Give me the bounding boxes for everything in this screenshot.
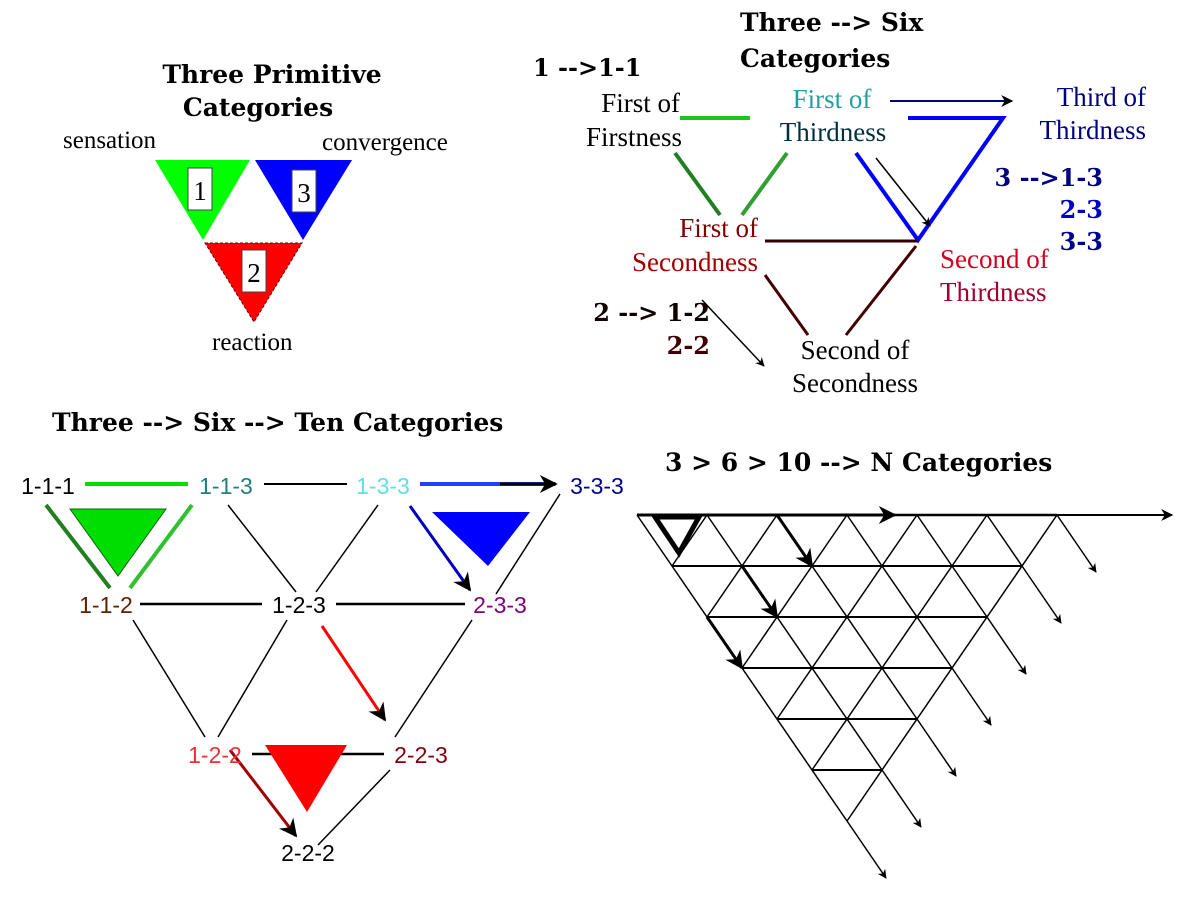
third-number-box xyxy=(291,169,317,213)
lattice-outward-arrow xyxy=(916,718,957,777)
node-1-1-1: 1-1-1 xyxy=(21,473,75,499)
node-1-2-3: 1-2-3 xyxy=(272,592,326,618)
first-of-secondness-line1: First of xyxy=(679,213,758,243)
red-arrow-to-2-2-3 xyxy=(320,625,387,722)
lattice-down-right-line xyxy=(986,514,1023,567)
first-number: 1 xyxy=(193,176,207,206)
diag-line xyxy=(217,619,288,738)
label-sensation: sensation xyxy=(63,127,157,154)
node-1-2-2: 1-2-2 xyxy=(188,742,242,768)
arrow-to-second-of-secondness xyxy=(701,299,765,367)
second-number-box xyxy=(241,249,267,293)
third-number: 3 xyxy=(297,178,311,208)
ten-categories-panel: Three --> Six --> Ten Categories 1-1-1 1… xyxy=(21,408,624,866)
first-of-firstness-line1: First of xyxy=(601,88,680,118)
node-2-2-2: 2-2-2 xyxy=(281,840,335,866)
lattice-outward-arrow xyxy=(1021,565,1062,624)
primitive-categories-panel: Three Primitive Categories sensation con… xyxy=(63,60,448,356)
triangular-lattice xyxy=(636,506,1174,879)
six-categories-panel: Three --> Six Categories 1 -->1-1 First … xyxy=(533,8,1146,398)
blue-arrow-to-2-3-3 xyxy=(408,505,472,592)
n-title: 3 > 6 > 10 --> N Categories xyxy=(665,448,1052,477)
label-convergence: convergence xyxy=(322,129,448,156)
node-1-3-3: 1-3-3 xyxy=(356,473,410,499)
lattice-down-right-line xyxy=(706,514,883,771)
blue-v-lines xyxy=(854,116,1007,244)
n-categories-panel: 3 > 6 > 10 --> N Categories xyxy=(636,448,1174,879)
lattice-down-left-line xyxy=(671,514,708,567)
ten-title: Three --> Six --> Ten Categories xyxy=(52,408,503,437)
lattice-outward-arrow xyxy=(951,667,992,726)
label-reaction: reaction xyxy=(212,329,293,356)
dark-red-right-line xyxy=(844,245,918,336)
six-title-line2: Categories xyxy=(740,44,890,73)
blue-triangle xyxy=(432,512,530,566)
diag-line xyxy=(495,493,561,595)
diag-line xyxy=(394,619,473,738)
first-of-secondness-line2: Secondness xyxy=(632,247,758,277)
first-of-thirdness-line1: First of xyxy=(793,84,872,114)
green-left-line xyxy=(673,151,722,217)
diag-line xyxy=(317,769,391,846)
mapping-two-line1: 2 --> 1-2 xyxy=(593,298,710,327)
diag-line xyxy=(132,619,206,738)
arrow-to-second-of-thirdness xyxy=(875,157,931,227)
first-of-firstness-line2: Firstness xyxy=(586,122,682,152)
first-of-thirdness-line2: Thirdness xyxy=(780,117,886,147)
lattice-outward-arrow xyxy=(881,769,922,828)
second-of-secondness-line1: Second of xyxy=(801,335,910,365)
lattice-down-left-line xyxy=(741,514,848,669)
lattice-down-right-line xyxy=(846,514,953,669)
diag-line xyxy=(227,504,297,593)
mapping-three-line1: 3 -->1-3 xyxy=(995,163,1103,192)
second-number: 2 xyxy=(247,258,261,288)
node-1-1-3: 1-1-3 xyxy=(199,473,253,499)
first-number-box xyxy=(187,167,213,211)
green-left-line xyxy=(44,503,112,590)
mapping-three-line2: 2-3 xyxy=(1060,195,1103,224)
second-of-secondness-line2: Secondness xyxy=(792,368,918,398)
red-arrow-to-2-2-2 xyxy=(228,749,298,838)
second-of-thirdness-line2: Thirdness xyxy=(940,277,1046,307)
lattice-seed-triangle xyxy=(650,514,704,558)
third-of-thirdness-line1: Third of xyxy=(1057,82,1146,112)
node-3-3-3: 3-3-3 xyxy=(570,473,624,499)
node-1-1-2: 1-1-2 xyxy=(79,592,133,618)
third-of-thirdness-line2: Thirdness xyxy=(1040,115,1146,145)
lattice-outward-arrow xyxy=(1056,514,1097,573)
six-title-line1: Three --> Six xyxy=(740,8,924,37)
green-right-line xyxy=(128,503,194,590)
mapping-one: 1 -->1-1 xyxy=(533,53,641,82)
second-of-thirdness-line1: Second of xyxy=(940,244,1049,274)
red-triangle xyxy=(265,745,347,812)
lattice-outward-arrow xyxy=(986,616,1027,675)
mapping-three-line3: 3-3 xyxy=(1060,227,1103,256)
lattice-down-left-line xyxy=(776,514,918,720)
lattice-inner-arrow xyxy=(775,514,814,568)
lattice-down-left-line xyxy=(811,514,988,771)
primitive-title-line2: Categories xyxy=(183,93,333,122)
green-triangle xyxy=(69,508,167,577)
lattice-outward-arrow xyxy=(846,820,887,879)
dark-red-left-line xyxy=(763,274,810,336)
node-2-3-3: 2-3-3 xyxy=(473,592,527,618)
primitive-title-line1: Three Primitive xyxy=(162,60,381,89)
diag-line xyxy=(315,504,379,593)
mapping-two-line2: 2-2 xyxy=(667,331,710,360)
node-2-2-3: 2-2-3 xyxy=(394,742,448,768)
lattice-inner-arrow xyxy=(740,565,779,619)
lattice-inner-arrow xyxy=(705,616,744,670)
lattice-down-left-line xyxy=(846,514,1058,822)
green-right-line xyxy=(740,151,789,217)
